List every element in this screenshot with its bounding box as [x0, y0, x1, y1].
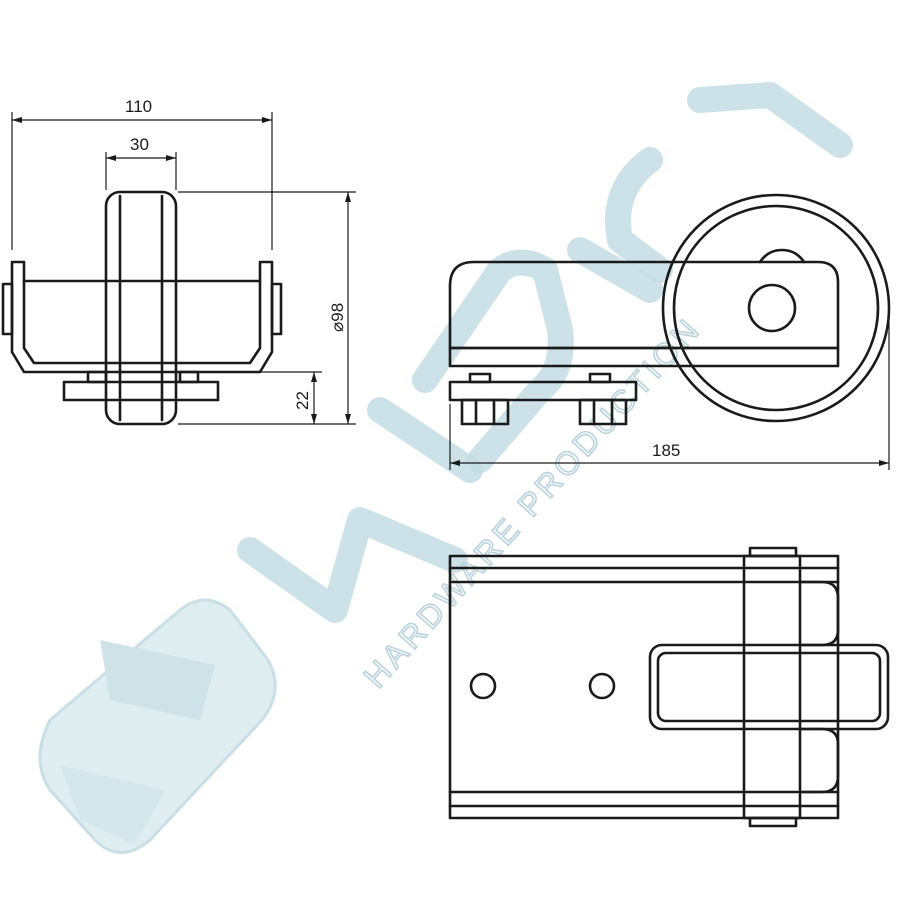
dim-diameter: ⌀98: [328, 303, 347, 332]
dim-height-base: 22: [293, 391, 312, 410]
dim-wheel-width: 30: [130, 135, 149, 154]
top-view: [448, 546, 890, 828]
front-dimensions: 110 30 ⌀98 22: [11, 97, 356, 425]
watermark-brand: [237, 82, 853, 623]
dim-diameter-value: 98: [328, 303, 347, 322]
watermark-tagline: HARDWARE PRODUCTION: [356, 310, 708, 695]
watermark-logo-mark: [38, 598, 277, 854]
dim-length: 185: [652, 441, 680, 460]
side-view: [448, 193, 891, 426]
front-view: [1, 190, 283, 426]
dim-width-total: 110: [125, 97, 152, 116]
side-dimensions: 185: [449, 316, 890, 470]
